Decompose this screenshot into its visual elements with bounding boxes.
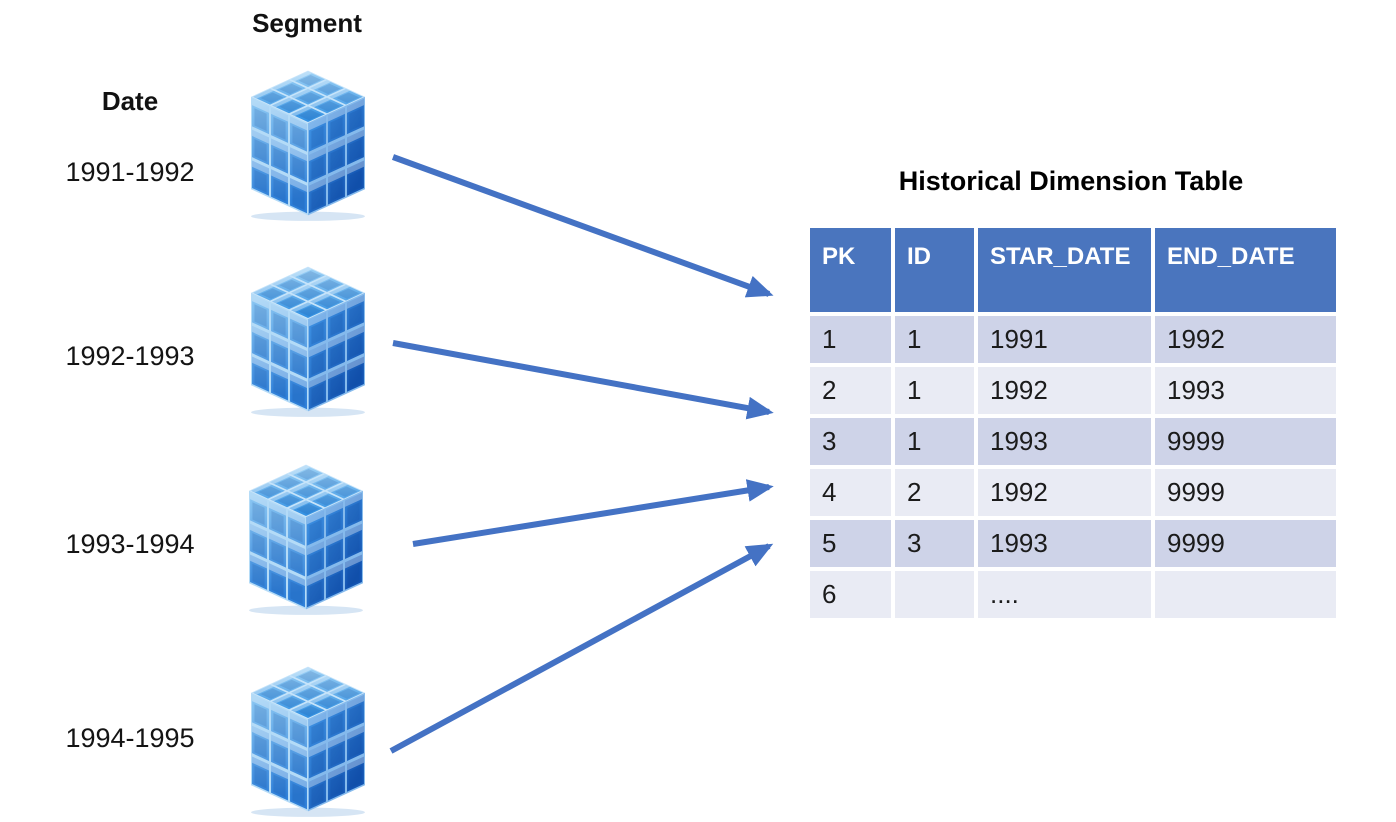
table-cell: 1993 (978, 418, 1151, 465)
arrow-segment2-to-table (392, 340, 774, 420)
table-cell: 9999 (1155, 520, 1336, 567)
table-cell: 9999 (1155, 469, 1336, 516)
date-range-label-1: 1991-1992 (65, 157, 195, 187)
arrow-segment3-to-table (412, 479, 774, 547)
historical-dimension-table: PK ID STAR_DATE END_DATE 1 1 1991 1992 2… (810, 228, 1336, 618)
table-cell: 9999 (1155, 418, 1336, 465)
table-cell: 1992 (978, 469, 1151, 516)
table-cell: 6 (810, 571, 891, 618)
table-cell: 5 (810, 520, 891, 567)
column-header-pk: PK (810, 228, 891, 312)
table-cell: 1993 (978, 520, 1151, 567)
table-cell: 1 (810, 316, 891, 363)
table-cell: 3 (895, 520, 974, 567)
table-cell (1155, 571, 1336, 618)
date-range-label-2: 1992-1993 (65, 341, 195, 371)
date-column-header: Date (101, 86, 159, 116)
table-title: Historical Dimension Table (898, 166, 1244, 196)
data-cube-icon (231, 64, 385, 222)
table-cell: 1992 (1155, 316, 1336, 363)
data-cube-icon (229, 458, 383, 616)
table-cell: .... (978, 571, 1151, 618)
table-cell: 3 (810, 418, 891, 465)
data-cube-icon (231, 260, 385, 418)
arrow-segment4-to-table (389, 543, 774, 754)
date-range-label-4: 1994-1995 (65, 723, 195, 753)
table-cell: 2 (810, 367, 891, 414)
table-cell: 1993 (1155, 367, 1336, 414)
table-cell: 1991 (978, 316, 1151, 363)
column-header-star-date: STAR_DATE (978, 228, 1151, 312)
column-header-end-date: END_DATE (1155, 228, 1336, 312)
table-cell: 1992 (978, 367, 1151, 414)
table-cell: 1 (895, 418, 974, 465)
segment-column-header: Segment (252, 8, 362, 38)
data-cube-icon (231, 660, 385, 818)
table-cell: 2 (895, 469, 974, 516)
table-cell: 4 (810, 469, 891, 516)
table-cell: 1 (895, 316, 974, 363)
table-cell: 1 (895, 367, 974, 414)
table-cell (895, 571, 974, 618)
column-header-id: ID (895, 228, 974, 312)
date-range-label-3: 1993-1994 (65, 529, 195, 559)
arrow-segment1-to-table (391, 154, 774, 298)
